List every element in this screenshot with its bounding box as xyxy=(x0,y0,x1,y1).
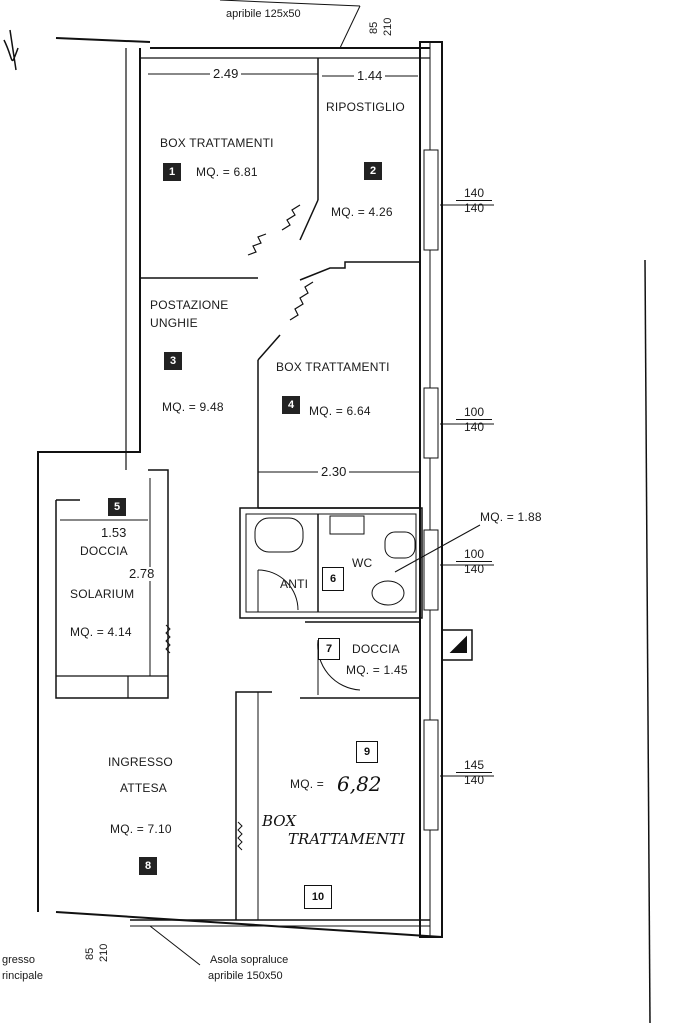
room4-number: 4 xyxy=(282,396,300,414)
room6-name-wc: WC xyxy=(352,556,373,570)
dimension-room1-width: 2.49 xyxy=(210,67,242,81)
room10-number: 10 xyxy=(304,885,332,909)
top-window-label: apribile 125x50 xyxy=(226,8,301,20)
dimension-room4-width: 2.30 xyxy=(318,465,350,479)
room9-number: 9 xyxy=(356,741,378,763)
dimension-room2-width: 1.44 xyxy=(354,69,386,83)
top-window-height-1: 85 xyxy=(368,21,380,34)
bottom-window-label-1: Asola sopraluce xyxy=(210,954,289,966)
dimension-room5-height: 2.78 xyxy=(126,567,158,581)
room2-area: MQ. = 4.26 xyxy=(331,205,393,219)
entrance-label-1: gresso xyxy=(2,954,36,966)
top-wall xyxy=(55,37,151,43)
room6-area: MQ. = 1.88 xyxy=(480,510,542,524)
bottom-window-height-2: 210 xyxy=(98,943,110,962)
bottom-wall xyxy=(55,911,443,938)
room3-name-line1: POSTAZIONE xyxy=(150,298,229,312)
room5-area: MQ. = 4.14 xyxy=(70,625,132,639)
room9-name-handwritten-line1: BOX xyxy=(262,812,297,830)
room1-name: BOX TRATTAMENTI xyxy=(160,136,274,150)
room4-name: BOX TRATTAMENTI xyxy=(276,360,390,374)
left-wall xyxy=(37,48,141,912)
top-window-height-2: 210 xyxy=(382,17,394,36)
room7-name: DOCCIA xyxy=(352,642,400,656)
room8-number: 8 xyxy=(139,857,157,875)
room3-area: MQ. = 9.48 xyxy=(162,400,224,414)
room8-name-line1: INGRESSO xyxy=(108,755,173,769)
window-fraction-3: 100 140 xyxy=(456,547,492,576)
room7-area: MQ. = 1.45 xyxy=(346,663,408,677)
room9-area-prefix: MQ. = xyxy=(290,777,325,791)
bottom-window-label-2: apribile 150x50 xyxy=(208,970,283,982)
entrance-label-2: rincipale xyxy=(2,970,43,982)
room3-number: 3 xyxy=(164,352,182,370)
room6-name-anti: ANTI xyxy=(280,577,309,591)
room3-name-line2: UNGHIE xyxy=(150,316,198,330)
room2-number: 2 xyxy=(364,162,382,180)
room4-area: MQ. = 6.64 xyxy=(309,404,371,418)
room2-name: RIPOSTIGLIO xyxy=(326,100,405,114)
room5-number: 5 xyxy=(108,498,126,516)
window-fraction-2: 100 140 xyxy=(456,405,492,434)
room1-area: MQ. = 6.81 xyxy=(196,165,258,179)
room8-area: MQ. = 7.10 xyxy=(110,822,172,836)
room9-name-handwritten-line2: TRATTAMENTI xyxy=(288,830,405,848)
room5-name2: SOLARIUM xyxy=(70,587,135,601)
window-fraction-4: 145 140 xyxy=(456,758,492,787)
room8-name-line2: ATTESA xyxy=(120,781,167,795)
room9-area-handwritten: 6,82 xyxy=(337,772,382,796)
room6-number: 6 xyxy=(322,567,344,591)
room1-number: 1 xyxy=(163,163,181,181)
dimension-room5-width: 1.53 xyxy=(101,525,127,540)
room5-name: DOCCIA xyxy=(80,544,128,558)
bottom-window-height-1: 85 xyxy=(84,947,96,960)
room7-number: 7 xyxy=(318,638,340,660)
window-fraction-1: 140 140 xyxy=(456,186,492,215)
